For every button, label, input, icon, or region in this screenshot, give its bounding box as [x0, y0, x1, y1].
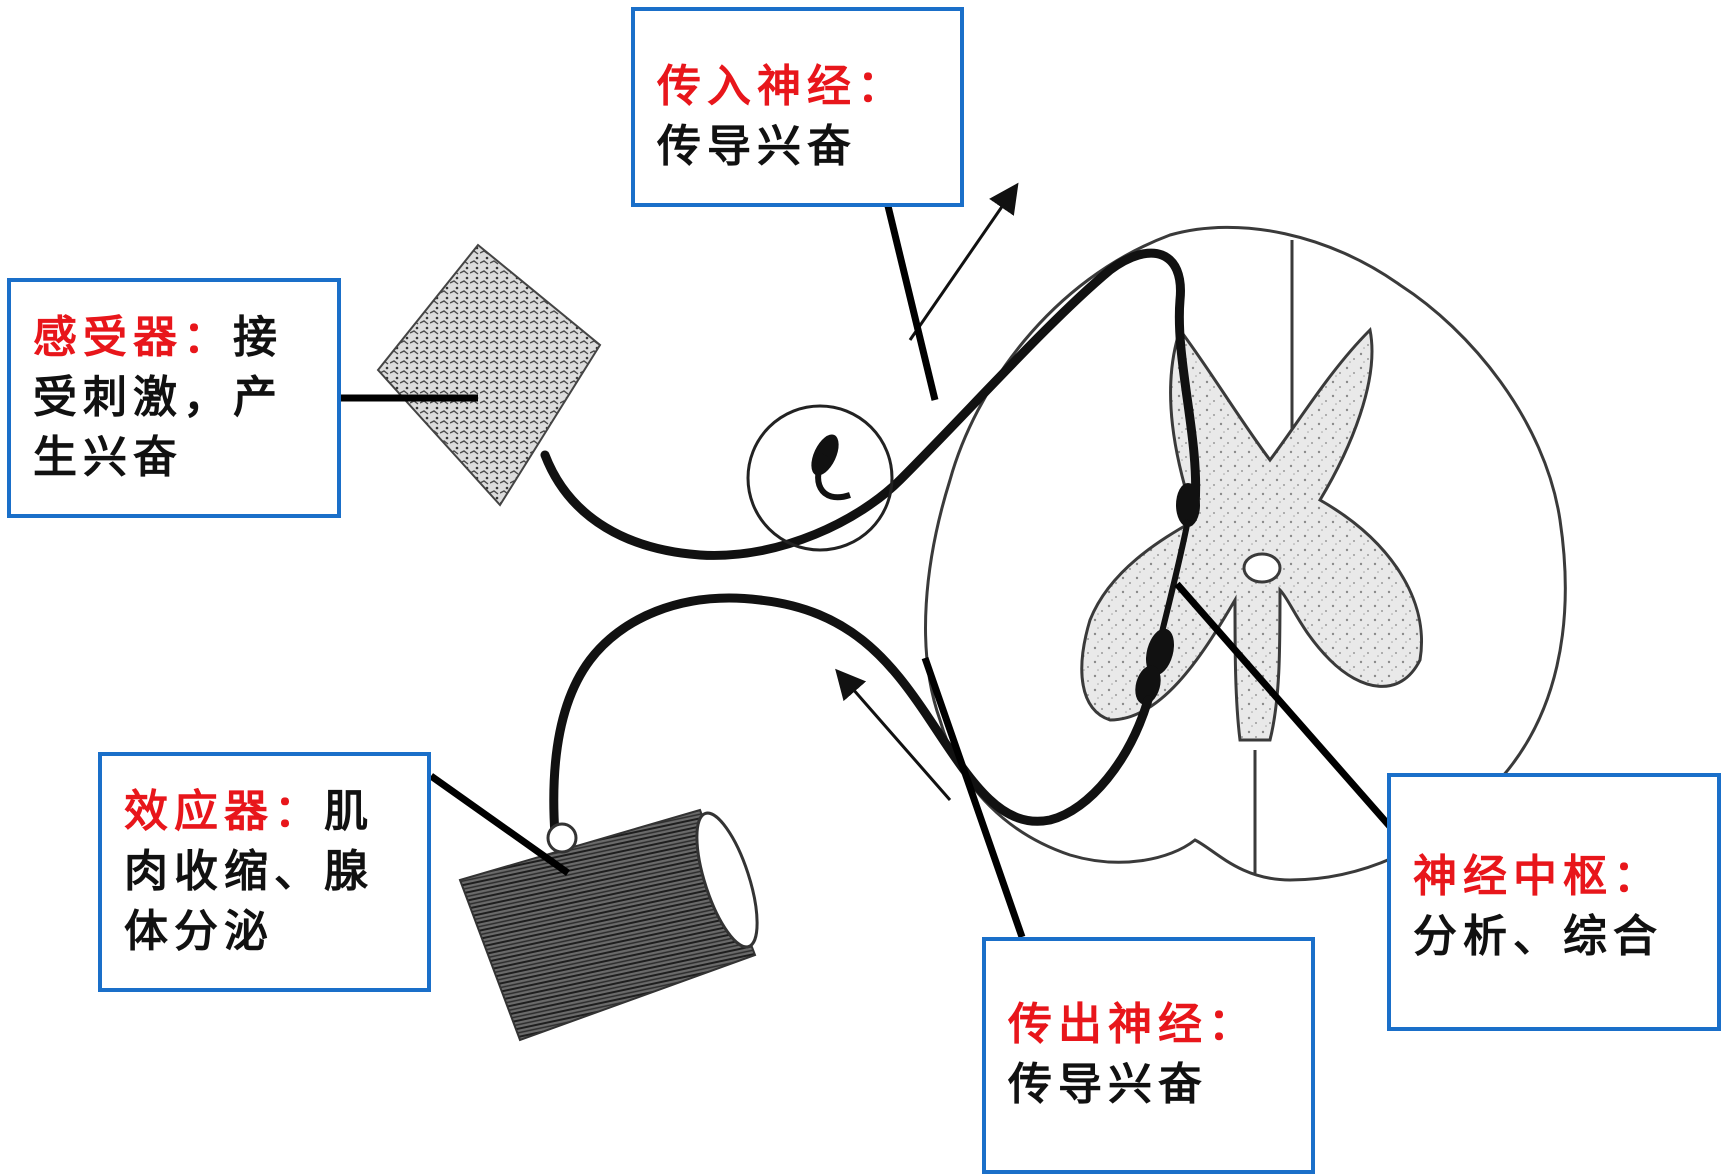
- afferent-nerve-description: 传导兴奋: [657, 121, 857, 172]
- motor-end-plate: [548, 824, 576, 852]
- afferent-nerve-term: 传入神经：: [657, 61, 907, 112]
- effector-pointer-line: [431, 776, 568, 873]
- efferent-nerve-description: 传导兴奋: [1008, 1059, 1208, 1110]
- afferent-nerve-callout: 传入神经： 传导兴奋: [631, 7, 964, 207]
- central-canal: [1244, 554, 1280, 582]
- effector-callout: 效应器：肌肉收缩、腺体分泌: [98, 752, 431, 992]
- receptor-callout: 感受器：接受刺激，产生兴奋: [7, 278, 341, 518]
- receptor-illustration: [378, 245, 600, 505]
- nerve-center-callout: 神经中枢： 分析、综合: [1387, 773, 1721, 1031]
- afferent-pointer-line: [888, 206, 935, 400]
- nerve-center-term: 神经中枢：: [1413, 851, 1663, 902]
- efferent-nerve-term: 传出神经：: [1008, 999, 1258, 1050]
- effector-term: 效应器：: [124, 786, 324, 837]
- receptor-term: 感受器：: [33, 312, 233, 363]
- efferent-nerve-callout: 传出神经： 传导兴奋: [982, 937, 1315, 1174]
- afferent-direction-arrow: [910, 195, 1010, 340]
- nerve-center-description: 分析、综合: [1413, 911, 1663, 962]
- effector-illustration: [460, 807, 770, 1040]
